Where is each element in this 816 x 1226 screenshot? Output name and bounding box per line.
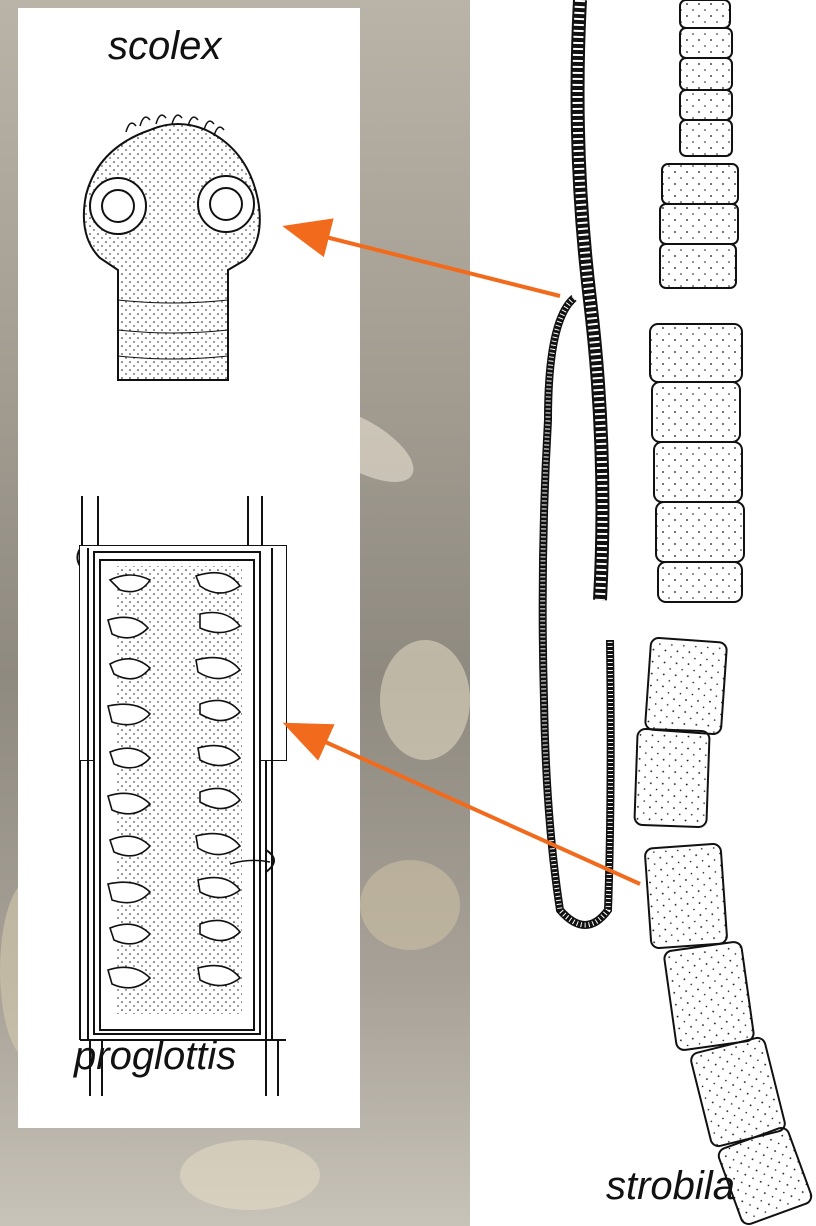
- proglottis-drawing: [77, 496, 286, 1096]
- strobila-neck-strand: [543, 0, 611, 925]
- strobila-label: strobila: [606, 1164, 735, 1209]
- scolex-callout-arrow: [290, 228, 560, 296]
- proglottis-label: proglottis: [74, 1034, 236, 1079]
- proglottis-callout-arrow: [290, 726, 640, 884]
- strobila-segments-upper: [650, 0, 744, 602]
- strobila-segments-lower: [634, 637, 813, 1226]
- scolex-drawing: [84, 115, 260, 380]
- scolex-label: scolex: [108, 24, 221, 69]
